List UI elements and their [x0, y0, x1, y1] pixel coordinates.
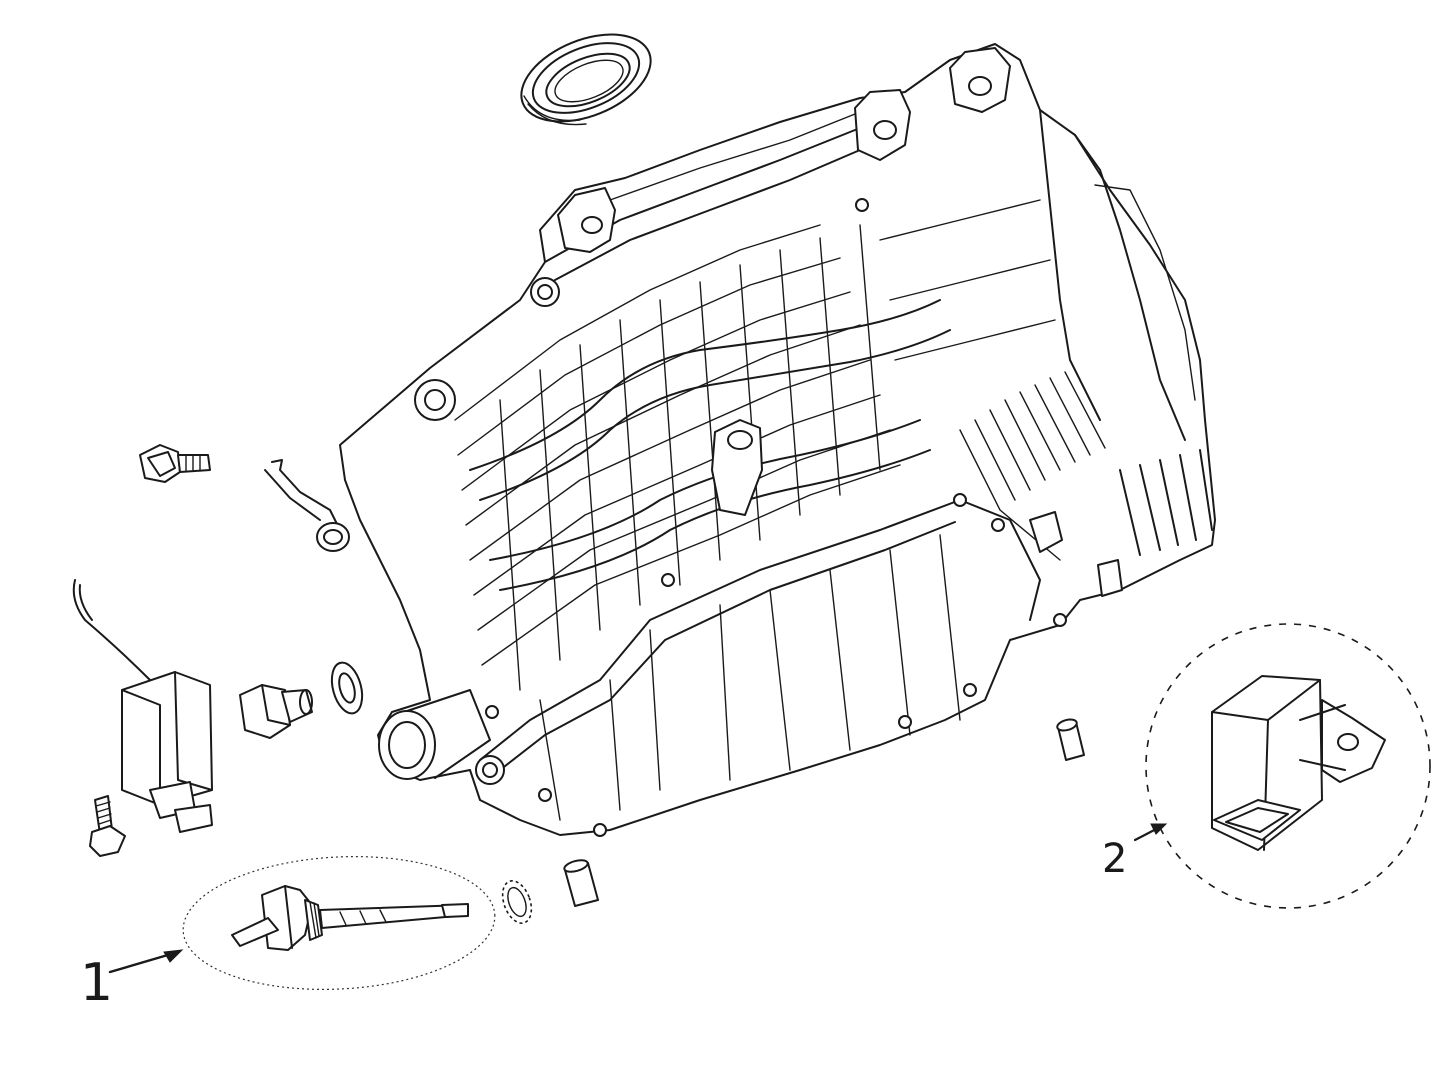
sensor-bolt — [89, 795, 126, 857]
oil-seal — [520, 33, 652, 126]
retaining-clip — [264, 459, 350, 552]
callout-2-label: 2 — [1102, 836, 1127, 882]
callout-2: 2 — [1102, 823, 1168, 882]
part-2-cover-group — [1145, 623, 1431, 909]
crankcase-ribs — [454, 224, 951, 691]
oil-pan — [475, 493, 1067, 837]
part-1-dipstick-group — [182, 855, 496, 991]
callout-1: 1 — [80, 949, 184, 1013]
drain-plug — [239, 684, 313, 739]
flange-bolt-top — [139, 444, 211, 483]
o-ring — [501, 880, 533, 924]
oil-level-sensor — [72, 579, 213, 833]
dowel-pin-right — [1056, 718, 1085, 761]
dowel-pin-left — [563, 859, 599, 907]
crankcase-body — [339, 43, 1216, 837]
callout-1-label: 1 — [80, 953, 113, 1013]
sealing-washer — [330, 661, 364, 715]
